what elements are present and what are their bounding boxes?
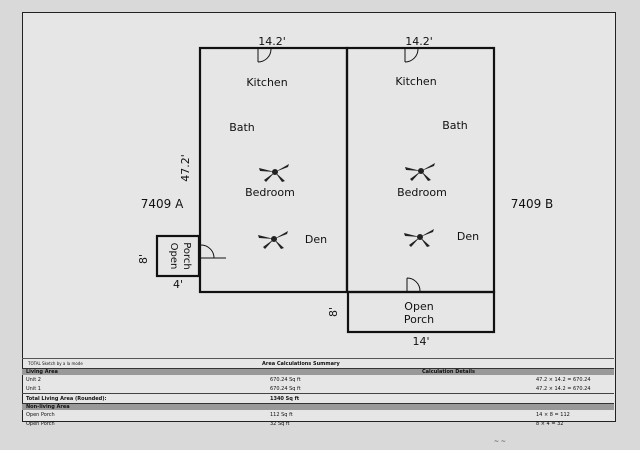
ceiling-fan-icon-a-den <box>258 231 288 249</box>
row-label: Unit 2 <box>26 377 41 383</box>
summary-header-row: TOTAL Sketch by a la mode Area Calculati… <box>22 358 614 368</box>
porch-label-a-line2: Porch <box>181 242 192 270</box>
unit-a-name: 7409 A <box>141 197 184 211</box>
room-label-b-bath: Bath <box>442 119 468 132</box>
living-area-header: Living Area Calculation Details <box>22 368 614 375</box>
calculation-details-header: Calculation Details <box>422 369 475 375</box>
porch-label-b-line1: Open <box>404 300 433 313</box>
unit-a-width-dimension: 14.2' <box>258 35 286 48</box>
unit-a-porch-width-dimension: 4' <box>173 278 183 291</box>
unit-a-porch-outline <box>155 234 201 278</box>
room-label-a-kitchen: Kitchen <box>246 76 287 89</box>
unit-b-porch-outline <box>346 290 496 334</box>
row-value: 32 Sq ft <box>270 421 290 427</box>
row-label: Unit 1 <box>26 386 41 392</box>
row-calculation: 8 × 4 = 32 <box>536 421 564 427</box>
table-row: Unit 2 670.24 Sq ft 47.2 × 14.2 = 670.24 <box>22 375 614 384</box>
unit-a-depth-dimension: 47.2' <box>179 154 192 182</box>
door-icon-unit-a-top <box>257 48 272 63</box>
row-calculation: 47.2 × 14.2 = 670.24 <box>536 377 591 383</box>
room-label-a-bedroom: Bedroom <box>245 186 295 199</box>
table-row: Open Porch 112 Sq ft 14 × 8 = 112 <box>22 410 614 419</box>
row-value: 670.24 Sq ft <box>270 386 301 392</box>
row-value: 112 Sq ft <box>270 412 293 418</box>
non-living-area-header: Non-living Area <box>22 403 614 410</box>
non-living-area-header-label: Non-living Area <box>26 404 70 410</box>
door-icon-unit-b-bottom <box>406 277 421 292</box>
row-calculation: 47.2 × 14.2 = 670.24 <box>536 386 591 392</box>
sketch-note: TOTAL Sketch by a la mode <box>28 361 83 366</box>
row-calculation: 14 × 8 = 112 <box>536 412 570 418</box>
signature: ~ ~ <box>494 438 506 445</box>
porch-label-b-line2: Porch <box>404 313 434 326</box>
room-label-b-bedroom: Bedroom <box>397 186 447 199</box>
total-living-area-row: Total Living Area (Rounded): 1340 Sq ft <box>22 393 614 403</box>
ceiling-fan-icon-a-bedroom <box>259 164 289 182</box>
unit-b-name: 7409 B <box>511 197 554 211</box>
unit-b-porch-width-dimension: 14' <box>412 335 429 348</box>
table-row: Open Porch 32 Sq ft 8 × 4 = 32 <box>22 419 614 428</box>
room-label-b-den: Den <box>457 230 479 243</box>
total-value: 1340 Sq ft <box>270 396 300 402</box>
unit-b-porch-depth-dimension: 8' <box>327 307 340 317</box>
door-icon-unit-a-porch <box>200 244 226 259</box>
living-area-header-label: Living Area <box>26 369 58 375</box>
unit-b-width-dimension: 14.2' <box>405 35 433 48</box>
unit-a-porch-depth-dimension: 8' <box>137 254 150 264</box>
row-label: Open Porch <box>26 421 55 427</box>
total-label: Total Living Area (Rounded): <box>26 396 107 402</box>
room-label-a-bath: Bath <box>229 121 255 134</box>
row-value: 670.24 Sq ft <box>270 377 301 383</box>
room-label-a-den: Den <box>305 233 327 246</box>
summary-title: Area Calculations Summary <box>262 361 340 367</box>
room-label-b-kitchen: Kitchen <box>395 75 436 88</box>
ceiling-fan-icon-b-den <box>404 229 434 247</box>
plan-sheet <box>22 12 616 422</box>
porch-label-a-line1: Open <box>168 243 179 270</box>
ceiling-fan-icon-b-bedroom <box>405 163 435 181</box>
floor-plan-drawing: 14.2' 14.2' 47.2' 8' 4' 8' 14' 7409 A 74… <box>137 35 554 348</box>
table-row: Unit 1 670.24 Sq ft 47.2 × 14.2 = 670.24 <box>22 384 614 393</box>
area-calculations-summary: TOTAL Sketch by a la mode Area Calculati… <box>22 358 614 427</box>
row-label: Open Porch <box>26 412 55 418</box>
door-icon-unit-b-top <box>404 48 419 63</box>
